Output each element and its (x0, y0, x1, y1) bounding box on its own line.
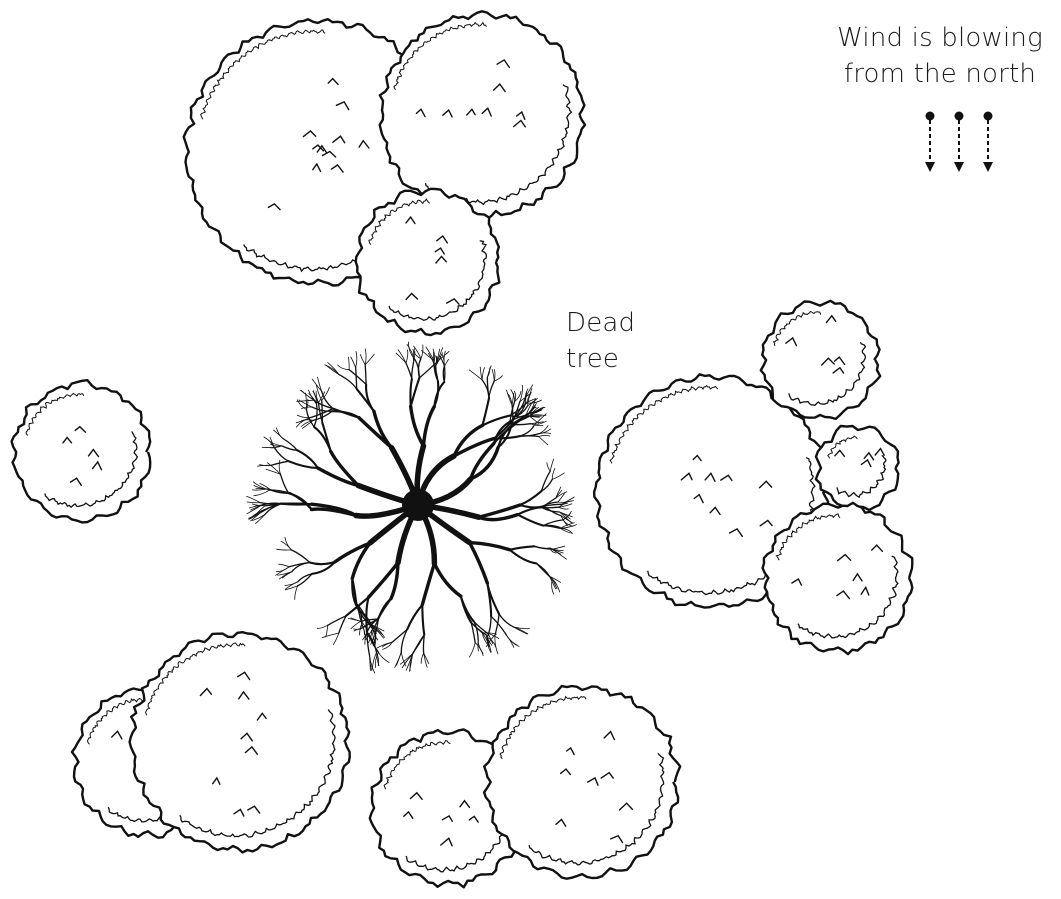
wind-arrows (925, 112, 993, 173)
wind-label-line-1: Wind is blowing (820, 20, 1060, 56)
tree-canopy (816, 426, 899, 510)
wind-direction-label: Wind is blowing from the north (820, 20, 1060, 92)
tree-canopy (380, 11, 585, 219)
dead-tree-label: Dead tree (566, 305, 635, 377)
wind-arrow (954, 112, 964, 173)
wind-arrow (983, 112, 993, 173)
dead-tree-crown (247, 342, 577, 673)
wind-label-line-2: from the north (820, 56, 1060, 92)
live-tree-canopies (12, 11, 913, 887)
tree-canopy (130, 632, 350, 852)
tree-canopy (761, 301, 880, 419)
dead-tree-label-line-2: tree (566, 341, 635, 377)
wind-arrow (925, 112, 935, 173)
dead-tree-label-line-1: Dead (566, 305, 635, 341)
tree-canopy (484, 686, 680, 879)
tree-canopy (12, 380, 151, 522)
